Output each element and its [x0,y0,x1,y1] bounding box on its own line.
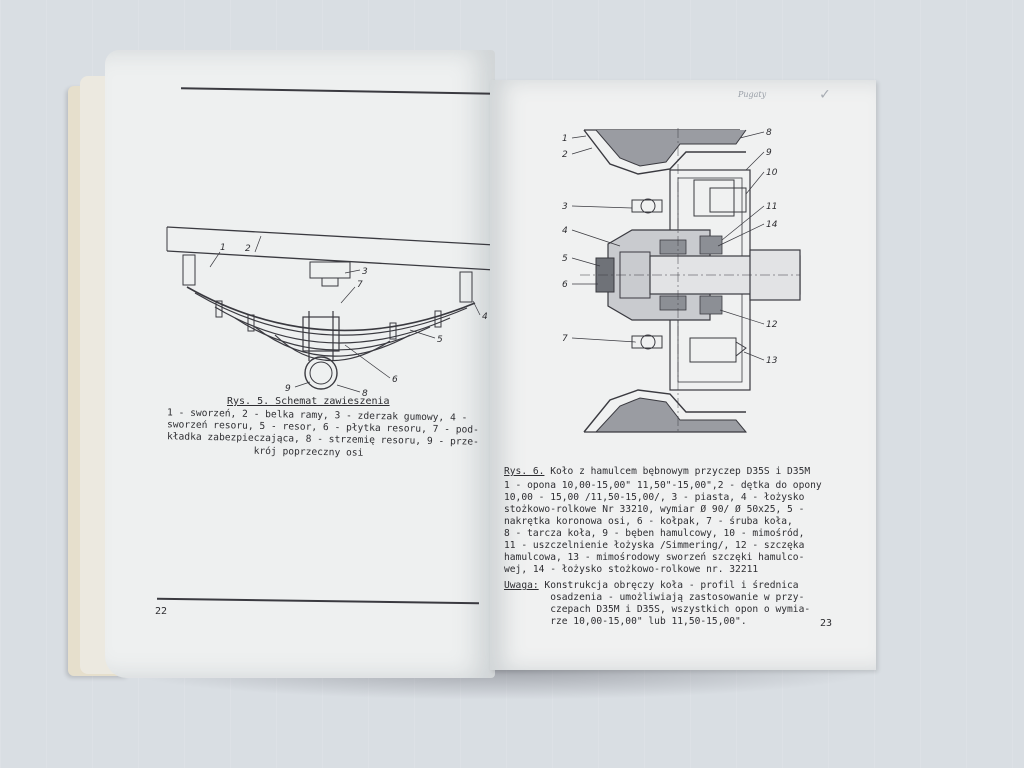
fig6-label-2: 2 [562,150,568,160]
wheel-brake-diagram: 1 2 3 4 5 6 7 8 9 10 11 14 12 13 [562,128,801,434]
fig6-label-1: 1 [562,134,568,144]
fig6-label-7: 7 [562,334,568,344]
fig6-label-8: 8 [766,128,772,138]
fig6-label-9: 9 [766,148,772,158]
fig5-label-4: 4 [482,312,488,322]
note-line-1: Uwaga: Konstrukcja obręczy koła - profil… [504,580,799,592]
figure-5-caption-title: Rys. 5. Schemat zawieszenia [227,396,390,407]
page-number-right: 23 [820,618,833,629]
figure-6-caption-text: Koło z hamulcem bębnowym przyczep D35S i… [544,466,811,477]
fig6-label-12: 12 [766,320,778,330]
fig6-label-5: 5 [562,254,568,264]
note-text-1: Konstrukcja obręczy koła - profil i śred… [538,580,799,591]
fig5-label-2: 2 [245,244,251,254]
fig6-label-10: 10 [766,168,778,178]
fig6-label-13: 13 [766,356,778,366]
fig6-label-11: 11 [766,202,777,212]
figure-6-caption-line-2: 10,00 - 15,00 /11,50-15,00/, 3 - piasta,… [504,492,805,503]
note-label: Uwaga: [504,580,539,591]
figure-6-caption-line-1: 1 - opona 10,00-15,00" 11,50"-15,00",2 -… [504,480,822,491]
fig6-label-4: 4 [562,226,568,236]
top-rule-left [181,87,495,95]
fig5-label-8: 8 [362,389,368,399]
fig5-label-1: 1 [220,243,226,253]
right-page: Pugaty ✓ [490,80,876,670]
figure-6-caption-line-6: 11 - uszczelnienie łożyska /Simmering/, … [504,540,805,551]
fig5-label-9: 9 [285,384,291,394]
fig6-label-6: 6 [562,280,568,290]
figure-6-caption-title: Rys. 6. Koło z hamulcem bębnowym przycze… [504,466,810,478]
page-number-left: 22 [155,606,168,617]
fig6-label-14: 14 [766,220,778,230]
bottom-rule-left [157,597,479,605]
note-line-3: czepach D35M i D35S, wszystkich opon o w… [504,604,811,615]
corner-pencil-note: Pugaty [738,90,767,99]
left-page: 1 2 3 7 4 5 6 8 9 Rys. 5. Schemat zawies… [105,50,495,678]
suspension-diagram: 1 2 3 7 4 5 6 8 9 [166,226,495,399]
figure-6-caption-number: Rys. 6. [504,466,545,477]
figure-6-caption-line-4: nakrętka koronowa osi, 6 - kołpak, 7 - ś… [504,516,793,527]
fig5-label-5: 5 [437,335,443,345]
fig5-label-3: 3 [362,267,368,277]
note-line-2: osadzenia - umożliwiają zastosowanie w p… [504,592,805,603]
fig5-label-7: 7 [357,280,363,290]
pencil-check-mark-icon: ✓ [820,84,830,103]
figure-6-caption-line-7: hamulcowa, 13 - mimośrodowy sworzeń szcz… [504,552,805,563]
fig5-label-6: 6 [392,375,398,385]
figure-6-caption-line-8: wej, 14 - łożysko stożkowo-rolkowe nr. 3… [504,564,759,575]
figure-6-caption-line-3: stożkowo-rolkowe Nr 33210, wymiar Ø 90/ … [504,504,805,515]
fig6-label-3: 3 [562,202,568,212]
figure-5-caption-line-4: krój poprzeczny osi [166,444,364,459]
figure-6-caption-line-5: 8 - tarcza koła, 9 - bęben hamulcowy, 10… [504,528,805,539]
note-line-4: rze 10,00-15,00" lub 11,50-15,00". [504,616,747,627]
